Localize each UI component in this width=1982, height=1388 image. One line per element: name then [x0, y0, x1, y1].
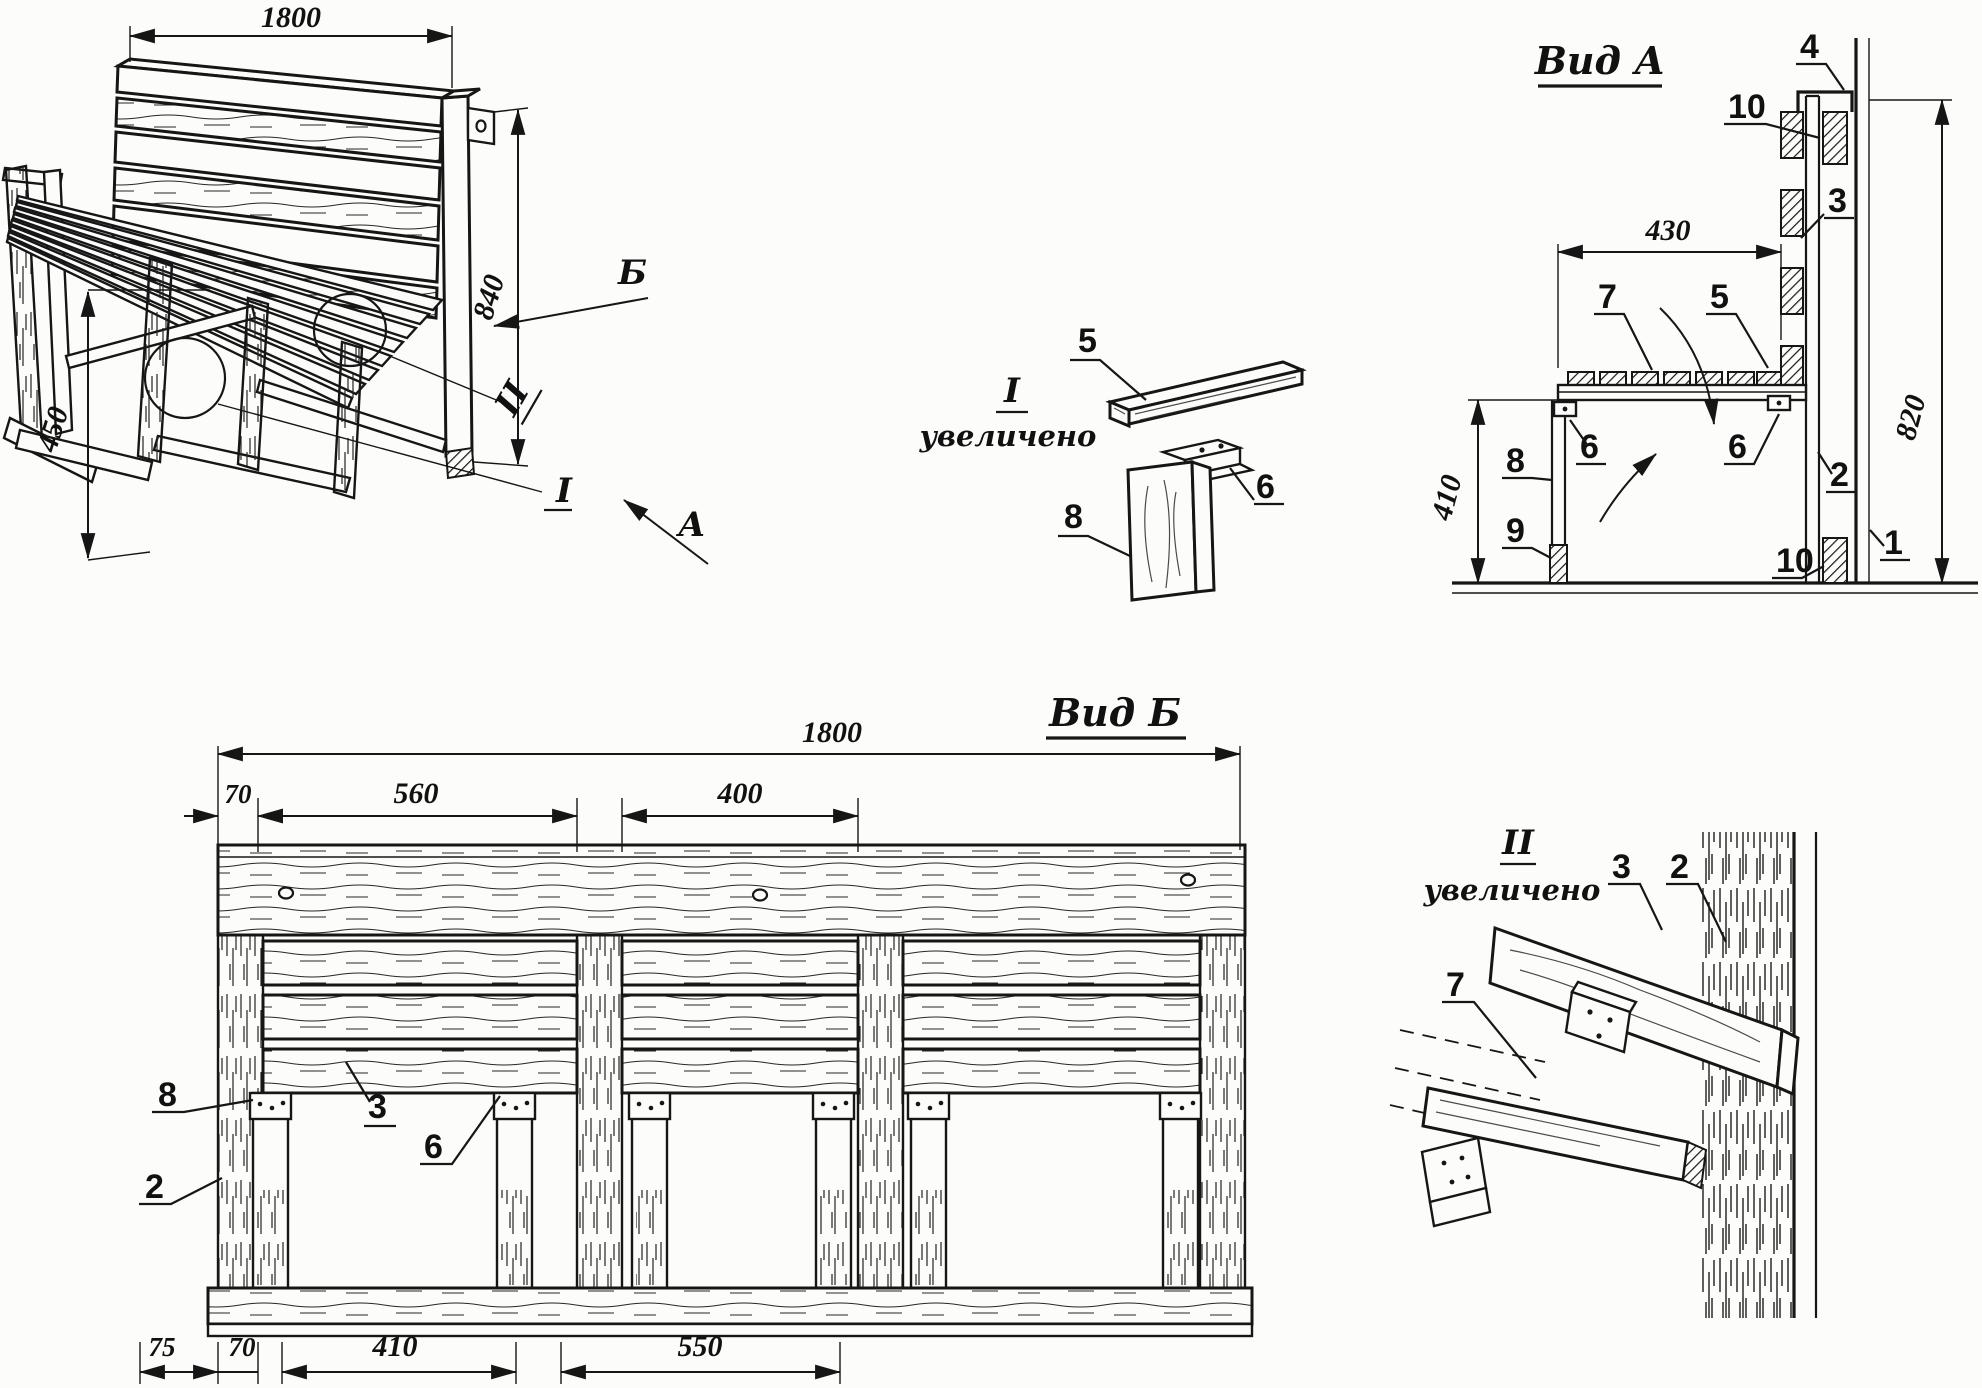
dim-b70: 70: [229, 1332, 257, 1362]
part-label-1: 1: [1884, 524, 1903, 562]
dim-400: 400: [717, 777, 763, 810]
part-label-3-viewb: 3: [368, 1088, 387, 1126]
dim-depth-430: 430: [1645, 214, 1691, 247]
part-label-7: 7: [1598, 278, 1617, 316]
part-label-5: 5: [1078, 322, 1097, 360]
part-label-2-detailii: 2: [1670, 848, 1689, 886]
dim-height-840: 840: [467, 271, 512, 324]
part-label-10-bottom: 10: [1776, 542, 1814, 580]
dim-total-1800: 1800: [802, 716, 862, 749]
view-a: Вид А: [1425, 28, 1978, 594]
detail-ii-title: II: [1501, 823, 1535, 863]
view-a-title: Вид А: [1534, 38, 1665, 83]
part-label-8-viewb: 8: [158, 1076, 177, 1114]
part-label-4: 4: [1800, 28, 1819, 66]
dim-75: 75: [149, 1332, 176, 1362]
part-label-3-detailii: 3: [1612, 848, 1631, 886]
part-label-2-viewa: 2: [1830, 456, 1849, 494]
detail-i-title: I: [1003, 371, 1021, 411]
part-label-6-left: 6: [1580, 428, 1599, 466]
detail-i: I увеличено 5 6 8: [919, 322, 1307, 602]
view-b-title: Вид Б: [1048, 690, 1181, 735]
part-label-7-detailii: 7: [1446, 966, 1465, 1004]
part-label-3: 3: [1828, 182, 1847, 220]
dim-410: 410: [372, 1330, 418, 1363]
view-b-arrow-label: Б: [617, 253, 647, 293]
part-label-8: 8: [1064, 498, 1083, 536]
part-label-6-right: 6: [1728, 428, 1747, 466]
dim-length-1800: 1800: [261, 1, 321, 34]
part-label-10-top: 10: [1728, 88, 1766, 126]
part-label-2-viewb: 2: [145, 1168, 164, 1206]
dim-550: 550: [678, 1330, 723, 1363]
part-label-5-viewa: 5: [1710, 278, 1729, 316]
detail-ii-subtitle: увеличено: [1423, 873, 1601, 907]
detail-ii: II увеличено 3: [1389, 823, 1818, 1318]
dim-height-820: 820: [1889, 392, 1933, 444]
dim-560: 560: [394, 777, 439, 810]
dim-70: 70: [225, 779, 253, 809]
part-label-6: 6: [1256, 468, 1275, 506]
part-label-6-viewb: 6: [424, 1128, 443, 1166]
view-a-arrow-label: А: [675, 505, 706, 545]
detail-i-subtitle: увеличено: [919, 419, 1097, 453]
view-b: Вид Б 1800 70 560 400: [138, 690, 1254, 1384]
part-label-8-viewa: 8: [1506, 442, 1525, 480]
detail-i-reference: I: [555, 471, 573, 511]
dim-leg-410: 410: [1425, 472, 1469, 525]
detail-ii-reference: II: [487, 374, 539, 423]
perspective-view: 1800 840 450 Б А I II: [1, 1, 709, 565]
part-label-9: 9: [1506, 512, 1525, 550]
